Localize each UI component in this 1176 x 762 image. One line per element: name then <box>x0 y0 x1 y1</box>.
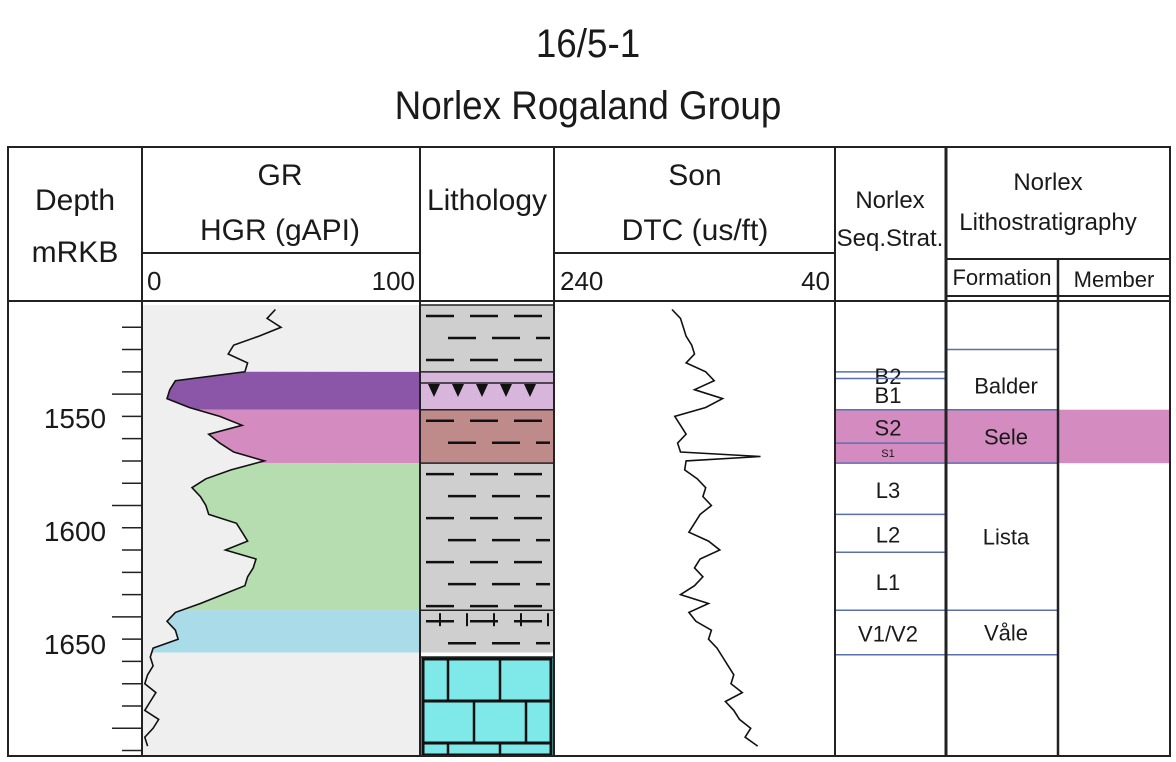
lithology-interval <box>421 371 553 383</box>
formation-header: Formation <box>952 265 1051 290</box>
sonic-track-name: Son <box>668 159 721 192</box>
lithology-triangle <box>524 383 536 397</box>
seqstrat-label: L3 <box>876 478 900 503</box>
sonic-scale-left: 240 <box>560 266 603 296</box>
lithology-marl <box>421 610 553 653</box>
formation-label: Sele <box>984 424 1028 449</box>
seqstrat-header-2: Seq.Strat. <box>837 225 944 252</box>
lithology-triangle <box>452 383 464 397</box>
depth-header: Depth <box>35 184 115 217</box>
gr-fill-sele <box>196 409 420 464</box>
lithology-interval <box>421 462 553 611</box>
lithology-shale <box>421 463 553 611</box>
lithology-interval <box>421 382 553 410</box>
lithology-triangle <box>476 383 488 397</box>
gr-track-name: GR <box>258 159 303 192</box>
depth-label-1600: 1600 <box>44 516 106 547</box>
gr-scale-right: 100 <box>372 266 415 296</box>
seqstrat-label: V1/V2 <box>858 621 918 646</box>
lithostrat-header-2: Lithostratigraphy <box>959 209 1136 236</box>
lithology-interval <box>421 408 553 464</box>
sele-band-seqstrat <box>836 409 946 464</box>
depth-label-1550: 1550 <box>44 403 106 434</box>
gr-curve <box>143 308 283 747</box>
well-title: 16/5-1 <box>535 22 641 66</box>
seqstrat-label: L2 <box>876 522 900 547</box>
seqstrat-label: S1 <box>881 448 894 460</box>
gr-fill-våle <box>151 610 420 653</box>
lithology-shale <box>421 371 553 383</box>
sonic-scale-right: 40 <box>801 266 830 296</box>
lithology-interval <box>421 656 553 757</box>
depth-units: mRKB <box>32 236 119 269</box>
seqstrat-label: B2 <box>875 364 902 389</box>
seqstrat-label: L1 <box>876 570 900 595</box>
formation-label: Balder <box>974 374 1038 399</box>
lithology-triangle <box>500 383 512 397</box>
track-frame <box>7 146 1171 757</box>
lithology-header: Lithology <box>427 184 547 217</box>
dtc-curve <box>671 308 761 747</box>
gr-scale-left: 0 <box>147 266 161 296</box>
member-header: Member <box>1074 267 1155 292</box>
seqstrat-label: S2 <box>875 415 902 440</box>
formation-label: Lista <box>983 525 1030 550</box>
lithology-interval <box>421 304 553 372</box>
formation-label: Våle <box>984 620 1028 645</box>
seqstrat-header-1: Norlex <box>855 187 924 214</box>
lithology-triangle <box>428 383 440 397</box>
lithostrat-header-1: Norlex <box>1013 169 1082 196</box>
gr-fill-layer <box>151 371 420 653</box>
lithology-shale <box>421 409 553 464</box>
depth-ticks <box>112 326 142 752</box>
lithology-interval <box>421 609 553 653</box>
sonic-curve-label: DTC (us/ft) <box>622 214 769 247</box>
lithology-limestone <box>421 656 553 755</box>
gr-curve-label: HGR (gAPI) <box>200 214 360 247</box>
gr-fill-balder <box>167 371 420 410</box>
lithology-column <box>421 304 553 757</box>
gr-fill-lista <box>181 463 420 611</box>
depth-label-1650: 1650 <box>44 629 106 660</box>
seqstrat-label: B1 <box>875 383 902 408</box>
chart-subtitle: Norlex Rogaland Group <box>394 84 782 128</box>
